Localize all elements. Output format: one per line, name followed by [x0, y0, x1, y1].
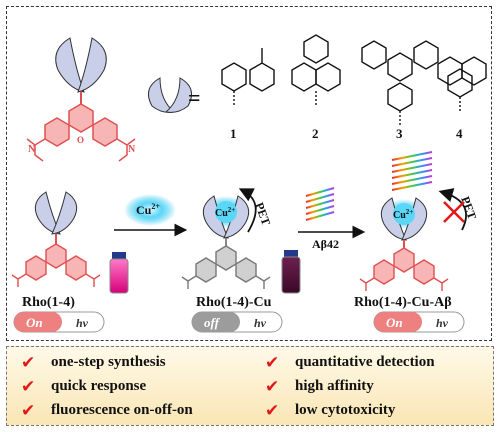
ligand-placeholder-symbol — [147, 77, 193, 113]
check-icon: ✔ — [265, 353, 280, 373]
cu-abeta-complex-label: Rho(1-4)-Cu-Aβ — [354, 295, 452, 310]
abeta-fibril-large — [391, 151, 433, 191]
abeta-fibril-small — [305, 187, 335, 221]
ligand-number-1: 1 — [230, 126, 237, 141]
ligand-number-2: 2 — [312, 126, 319, 141]
check-icon: ✔ — [21, 377, 36, 397]
cu-complex-structure: Cu2+ — [181, 195, 271, 289]
free-probe-structure — [11, 191, 101, 287]
feature-high-affinity: high affinity — [295, 378, 374, 394]
feature-fluorescence-on-off-on: fluorescence on-off-on — [51, 402, 193, 418]
svg-text:N: N — [28, 144, 36, 155]
scheme-frame — [6, 6, 492, 341]
feature-low-cytotoxicity: low cytotoxicity — [295, 402, 396, 418]
cu-abeta-complex-structure: Cu2+ — [359, 197, 449, 291]
feature-quantitative-detection: quantitative detection — [295, 354, 435, 370]
pet-label-1: PET — [252, 201, 273, 228]
pet-arrow-2 — [438, 188, 467, 231]
features-box: ✔ one-step synthesis ✔ quick response ✔ … — [6, 346, 494, 426]
feature-one-step-synthesis: one-step synthesis — [51, 354, 166, 370]
switch-free: On hv — [13, 311, 105, 333]
switch-cu-abeta: On hv — [373, 311, 465, 333]
feature-quick-response: quick response — [51, 378, 147, 394]
free-probe-label: Rho(1-4) — [22, 295, 75, 310]
equals-sign: = — [188, 85, 201, 110]
pet-blocked-cross-icon — [443, 201, 465, 223]
pet-label-2: PET — [458, 195, 479, 222]
ligand-number-4: 4 — [456, 126, 463, 141]
cu-complex-label: Rho(1-4)-Cu — [196, 295, 272, 310]
svg-text:hv: hv — [76, 316, 89, 330]
abeta-label: Aβ42 — [312, 237, 339, 251]
svg-text:off: off — [204, 315, 221, 330]
free-probe-vial — [109, 252, 129, 294]
cu-ion-label: Cu2+ — [136, 202, 160, 217]
svg-text:On: On — [386, 315, 403, 330]
check-icon: ✔ — [21, 353, 36, 373]
check-icon: ✔ — [265, 377, 280, 397]
rhodamine-ligand-structure: N N O — [26, 37, 136, 162]
svg-text:N: N — [128, 144, 136, 155]
svg-text:O: O — [77, 135, 84, 145]
cu-ion-glow — [124, 194, 176, 226]
cu-complex-vial — [281, 250, 301, 294]
switch-cu: off hv — [191, 311, 283, 333]
check-icon: ✔ — [265, 401, 280, 421]
svg-text:hv: hv — [436, 316, 449, 330]
ligand-number-3: 3 — [396, 126, 403, 141]
pet-arrow-1 — [238, 188, 257, 233]
ligand-structures — [221, 34, 487, 126]
svg-text:hv: hv — [254, 316, 267, 330]
scheme-diagram: N N O = 1 2 3 4 — [11, 34, 487, 333]
svg-text:On: On — [26, 315, 43, 330]
check-icon: ✔ — [21, 401, 36, 421]
